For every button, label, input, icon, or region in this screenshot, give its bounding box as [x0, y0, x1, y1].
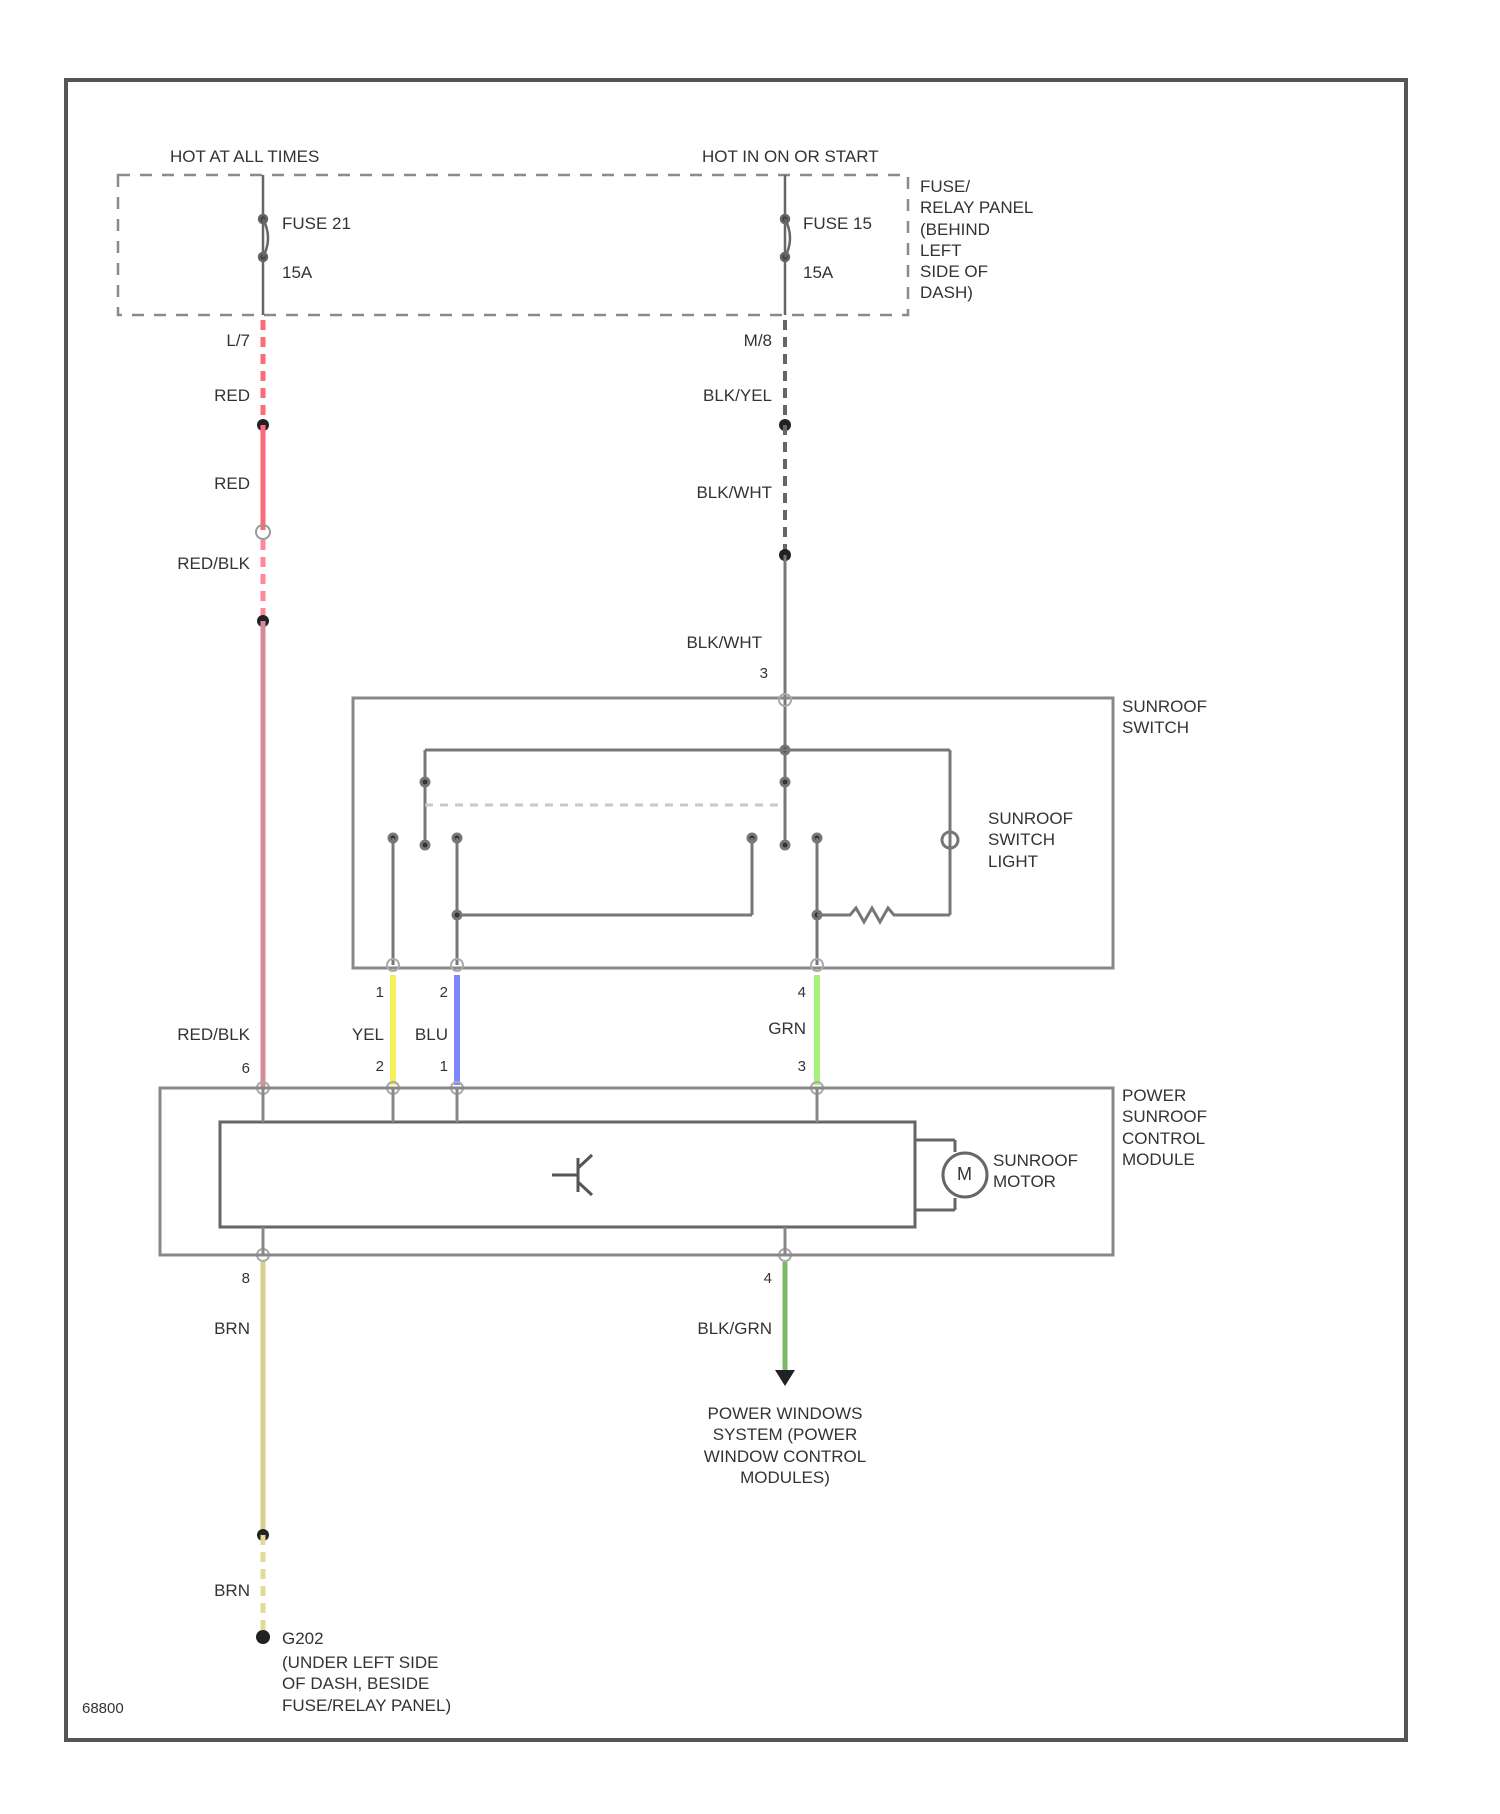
label-fuse-21: FUSE 21 — [282, 213, 351, 234]
label-wire-redblk-2: RED/BLK — [177, 1024, 250, 1045]
label-wire-grn: GRN — [768, 1018, 806, 1039]
label-fuse-15-rating: 15A — [803, 262, 833, 283]
label-wire-blkyel: BLK/YEL — [703, 385, 772, 406]
pin-grn-top: 4 — [798, 984, 806, 1003]
ground-g202-symbol — [256, 1630, 270, 1644]
label-sunroof-switch-light: SUNROOF SWITCH LIGHT — [988, 808, 1073, 872]
pin-switch-3: 3 — [760, 665, 768, 684]
label-fuse-relay-panel: FUSE/ RELAY PANEL (BEHIND LEFT SIDE OF D… — [920, 176, 1033, 304]
label-wire-yel: YEL — [352, 1024, 384, 1045]
label-connector-m8: M/8 — [744, 330, 772, 351]
label-power-windows-destination: POWER WINDOWS SYSTEM (POWER WINDOW CONTR… — [704, 1403, 866, 1488]
label-wire-blkwht-2: BLK/WHT — [686, 632, 762, 653]
label-connector-l7: L/7 — [226, 330, 250, 351]
label-fuse-15: FUSE 15 — [803, 213, 872, 234]
transistor-icon — [552, 1155, 592, 1195]
arrow-down-icon — [775, 1370, 795, 1386]
pin-markers — [257, 694, 823, 1261]
module-internal-lines — [263, 1088, 817, 1255]
label-wire-blkgrn: BLK/GRN — [697, 1318, 772, 1339]
fuse-15-symbol — [781, 175, 790, 315]
label-ground-g202: G202 — [282, 1628, 324, 1649]
label-hot-in-on-or-start: HOT IN ON OR START — [702, 146, 879, 167]
label-wire-blu: BLU — [415, 1024, 448, 1045]
label-motor-symbol: M — [957, 1163, 972, 1186]
label-wire-red-2: RED — [214, 473, 250, 494]
pin-blu-top: 2 — [440, 984, 448, 1003]
sunroof-switch-internals — [389, 700, 958, 965]
label-wire-brn-1: BRN — [214, 1318, 250, 1339]
label-hot-at-all-times: HOT AT ALL TIMES — [170, 146, 319, 167]
label-ground-location: (UNDER LEFT SIDE OF DASH, BESIDE FUSE/RE… — [282, 1652, 451, 1716]
label-wire-red-1: RED — [214, 385, 250, 406]
diagram-frame — [66, 80, 1406, 1740]
pin-grn-bottom: 3 — [798, 1058, 806, 1077]
sunroof-motor-icon — [915, 1140, 987, 1210]
label-fuse-21-rating: 15A — [282, 262, 312, 283]
pin-yel-top: 1 — [376, 984, 384, 1003]
label-wire-brn-2: BRN — [214, 1580, 250, 1601]
pin-blu-bottom: 1 — [440, 1058, 448, 1077]
label-control-module: POWER SUNROOF CONTROL MODULE — [1122, 1085, 1207, 1170]
pin-module-8: 8 — [242, 1270, 250, 1289]
fuse-21-symbol — [259, 175, 268, 315]
label-wire-blkwht-1: BLK/WHT — [696, 482, 772, 503]
diagram-id: 68800 — [82, 1700, 124, 1719]
label-wire-redblk-1: RED/BLK — [177, 553, 250, 574]
label-sunroof-motor: SUNROOF MOTOR — [993, 1150, 1078, 1193]
pin-module-4: 4 — [764, 1270, 772, 1289]
pin-module-6: 6 — [242, 1060, 250, 1079]
pin-yel-bottom: 2 — [376, 1058, 384, 1077]
label-sunroof-switch: SUNROOF SWITCH — [1122, 696, 1207, 739]
